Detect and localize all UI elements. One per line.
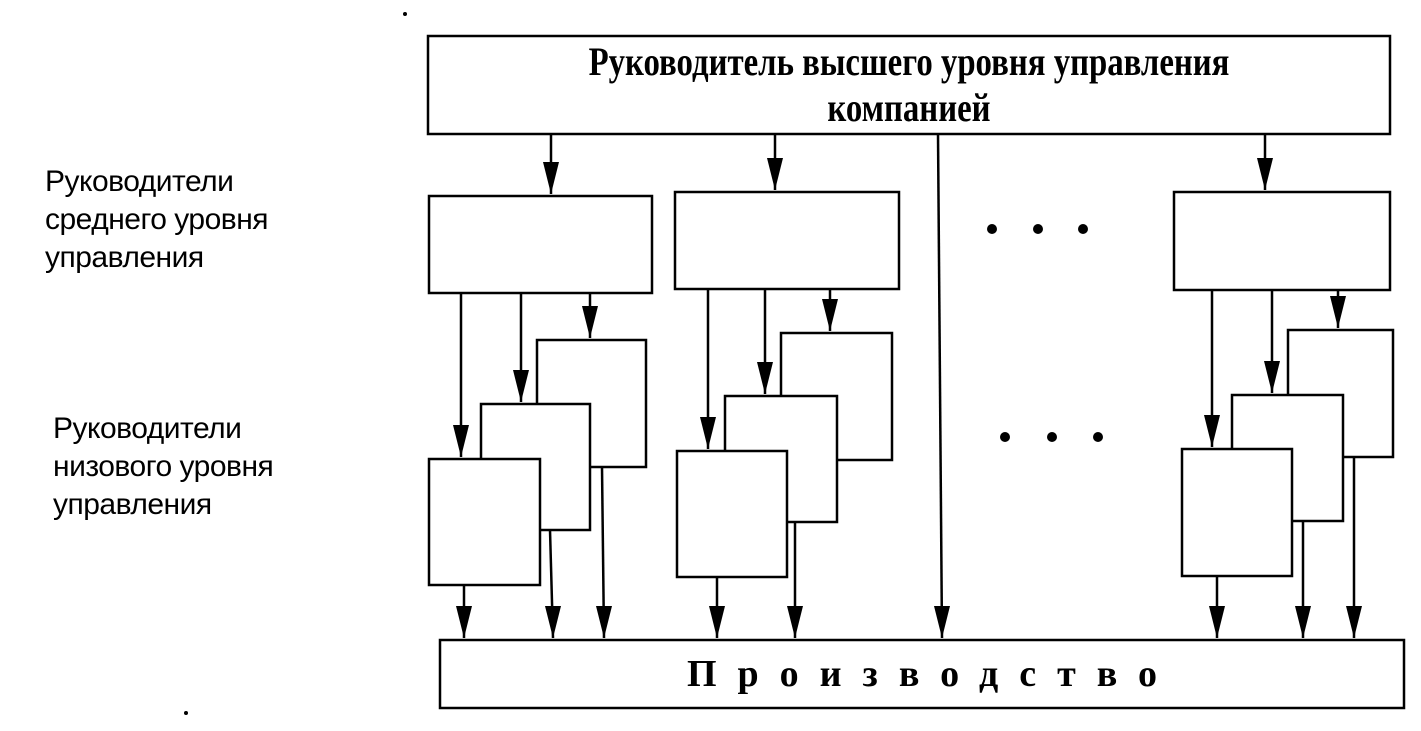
top-manager-label: Руководитель высшего уровня управления к… (515, 36, 1304, 134)
low-manager-box-2a (675, 449, 789, 579)
arrow-low1c-to-production (596, 466, 612, 639)
ellipsis-middle (987, 224, 1088, 234)
top-manager-label-line1: Руководитель высшего уровня управления (588, 39, 1230, 84)
arrow-top-to-production (934, 133, 950, 639)
low-level-label-line2: низового уровня (53, 450, 274, 483)
low-level-label-line1: Руководители (53, 412, 242, 445)
ellipsis-low (1000, 432, 1103, 442)
middle-manager-box-3 (1172, 190, 1392, 292)
middle-level-label-line1: Руководители (45, 165, 234, 198)
production-label-text: Производство (686, 653, 1179, 695)
production-box (438, 638, 1406, 710)
low-manager-box-3a (1180, 447, 1294, 578)
middle-level-label-line3: управления (45, 241, 204, 274)
middle-manager-box-1 (427, 194, 654, 295)
low-manager-box-1a (427, 457, 542, 587)
middle-level-label-line2: среднего уровня (45, 203, 269, 236)
production-label: Производство (440, 640, 1404, 708)
low-level-label-line3: управления (53, 488, 212, 521)
middle-manager-box-2 (673, 190, 901, 291)
low-level-label: Руководители низового уровня управления (53, 410, 274, 524)
top-manager-label-line2: компанией (827, 85, 991, 130)
top-manager-box (426, 34, 1392, 136)
middle-level-label: Руководители среднего уровня управления (45, 163, 269, 277)
arrow-low1b-to-production (545, 529, 561, 639)
